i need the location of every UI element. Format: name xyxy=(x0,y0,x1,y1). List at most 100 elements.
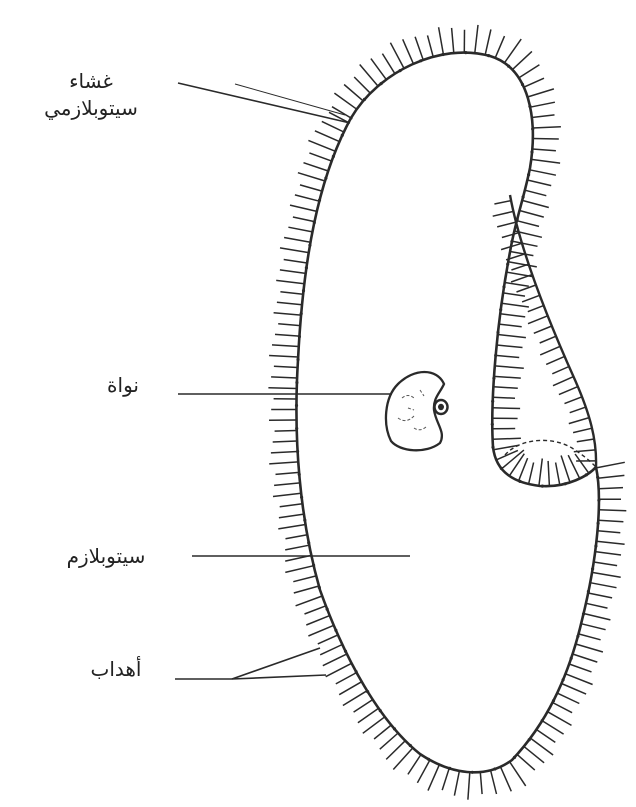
oral-groove-right-edge xyxy=(510,195,596,467)
membrane-granule xyxy=(393,727,396,730)
cilium xyxy=(553,703,573,713)
cilium xyxy=(562,684,587,695)
cilium xyxy=(596,462,625,468)
membrane-granule xyxy=(427,758,430,761)
cilium xyxy=(525,190,546,196)
cilium xyxy=(517,221,539,227)
cilium xyxy=(565,397,583,404)
cilium xyxy=(278,324,300,326)
cilium xyxy=(382,54,395,74)
membrane-granule xyxy=(296,450,299,453)
cilium xyxy=(354,77,370,93)
membrane-granule xyxy=(507,65,510,68)
membrane-granule xyxy=(409,744,412,747)
cilium xyxy=(305,606,326,614)
cilium xyxy=(336,673,357,684)
nucleus-label: نواة xyxy=(88,372,158,399)
cilium xyxy=(599,488,623,489)
cilium xyxy=(577,439,594,442)
membrane-granule xyxy=(308,244,311,247)
cilium xyxy=(517,754,535,770)
membrane-granule xyxy=(295,427,298,430)
cilium xyxy=(390,43,404,69)
cilium xyxy=(533,139,559,140)
membrane-granule xyxy=(344,650,347,653)
cilia-leader-branch-b xyxy=(232,675,326,679)
membrane-granule xyxy=(587,590,590,593)
membrane-granule xyxy=(295,381,298,384)
cilium xyxy=(493,438,521,439)
cilium xyxy=(485,29,491,54)
membrane-granule xyxy=(312,564,315,567)
cilium xyxy=(286,535,308,539)
membrane-granule xyxy=(491,400,494,403)
cilium xyxy=(573,428,592,432)
membrane-granule xyxy=(576,635,579,638)
cilium xyxy=(530,170,556,175)
membrane-granule xyxy=(597,499,600,502)
cilium xyxy=(528,89,554,97)
cilium xyxy=(581,624,606,630)
cilium xyxy=(553,377,574,386)
cilium xyxy=(495,36,504,58)
membrane-granule xyxy=(491,446,494,449)
cilium xyxy=(439,27,444,54)
cilium xyxy=(268,388,296,389)
cilium xyxy=(570,407,586,413)
cilium xyxy=(540,336,556,343)
cilium xyxy=(315,131,340,142)
cilium xyxy=(576,644,603,652)
membrane-granule xyxy=(531,127,534,130)
membrane-granule xyxy=(305,266,308,269)
cell-membrane-label-line2: سيتوبلازمي xyxy=(6,95,176,122)
membrane-granule xyxy=(334,629,337,632)
membrane-granule xyxy=(541,485,544,488)
cilium xyxy=(534,326,552,333)
cilium xyxy=(274,483,300,486)
cilium xyxy=(501,767,512,792)
membrane-granule xyxy=(582,612,585,615)
membrane-granule xyxy=(521,83,524,86)
membrane-granule xyxy=(366,690,369,693)
membrane-granule xyxy=(341,134,344,137)
cilium xyxy=(512,51,532,69)
membrane-granule xyxy=(324,177,327,180)
cilium xyxy=(280,270,306,274)
cilium xyxy=(274,313,301,315)
cilium xyxy=(573,654,598,662)
cilium xyxy=(358,708,379,722)
cilium xyxy=(272,345,299,347)
cilium xyxy=(275,431,297,432)
membrane-granule xyxy=(502,285,505,288)
cilium xyxy=(274,366,298,367)
membrane-granule xyxy=(326,608,329,611)
cilia-label: أهداب xyxy=(66,656,166,683)
cilium xyxy=(318,635,338,644)
cilium xyxy=(494,201,511,204)
membrane-granule xyxy=(594,545,597,548)
cilium xyxy=(574,450,596,452)
cilium xyxy=(279,514,304,518)
cilium xyxy=(590,583,616,588)
cilium xyxy=(510,762,526,786)
cilium xyxy=(468,772,470,800)
membrane-granule xyxy=(448,767,451,770)
cilium xyxy=(511,264,528,270)
membrane-granule xyxy=(585,473,588,476)
cilium xyxy=(540,346,560,355)
membrane-granule xyxy=(355,670,358,673)
cilium xyxy=(354,700,373,713)
cilium xyxy=(499,324,522,327)
membrane-granule xyxy=(302,289,305,292)
cilium xyxy=(552,367,569,374)
cilium xyxy=(548,461,549,486)
membrane-granule xyxy=(296,358,299,361)
cilium xyxy=(566,674,593,685)
cilium xyxy=(502,233,519,238)
cilium xyxy=(393,748,413,770)
cilium xyxy=(569,418,589,424)
cilium xyxy=(322,121,344,132)
cilium xyxy=(542,721,563,734)
cilium xyxy=(323,654,347,666)
cilium xyxy=(536,730,555,743)
